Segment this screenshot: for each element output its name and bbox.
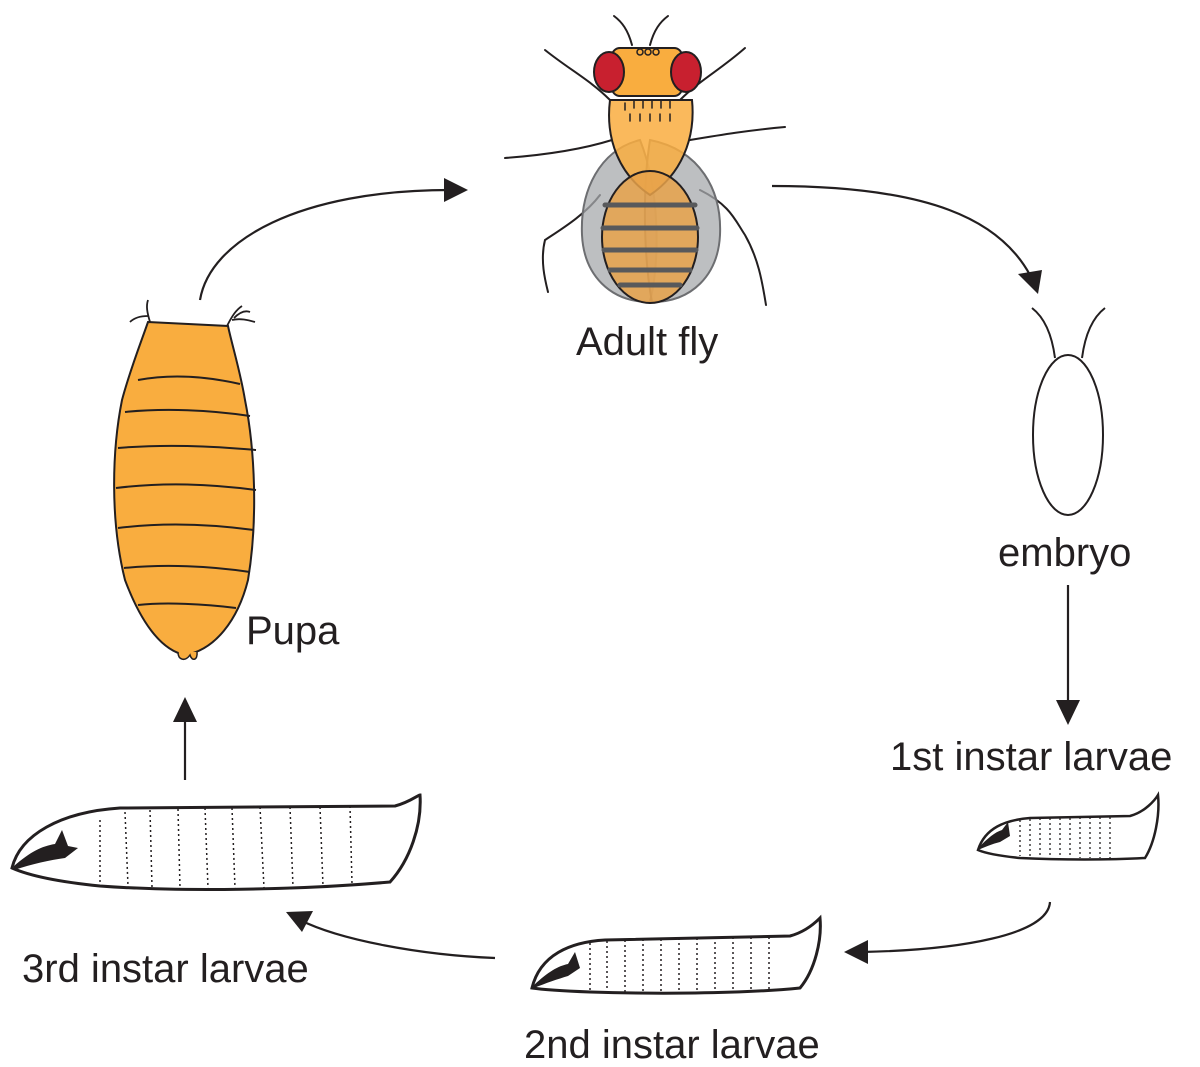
pupa-illustration xyxy=(114,300,256,659)
first-instar-label: 1st instar larvae xyxy=(890,737,1172,777)
embryo-illustration xyxy=(1032,308,1105,515)
arrowhead-third-to-pupa xyxy=(173,697,197,722)
arrow-first-to-second xyxy=(862,902,1050,952)
second-instar-label: 2nd instar larvae xyxy=(524,1025,820,1065)
arrow-adult-to-embryo xyxy=(772,186,1030,275)
right-eye xyxy=(671,52,701,92)
embryo-label: embryo xyxy=(998,533,1131,573)
adult-fly-label: Adult fly xyxy=(576,322,718,362)
second-instar-illustration xyxy=(532,918,820,993)
third-instar-label: 3rd instar larvae xyxy=(22,949,309,989)
arrowhead-adult-to-embryo xyxy=(1018,270,1042,294)
adult-fly-illustration xyxy=(505,16,785,305)
arrowhead-second-to-third xyxy=(286,911,313,932)
arrow-second-to-third xyxy=(300,920,495,958)
third-instar-illustration xyxy=(12,795,420,889)
arrowhead-pupa-to-adult xyxy=(444,178,468,202)
pupa-label: Pupa xyxy=(246,611,339,651)
arrow-pupa-to-adult xyxy=(200,190,450,300)
arrowhead-embryo-to-first xyxy=(1056,700,1080,725)
first-instar-illustration xyxy=(978,795,1158,860)
arrowhead-first-to-second xyxy=(844,940,868,964)
left-eye xyxy=(594,52,624,92)
